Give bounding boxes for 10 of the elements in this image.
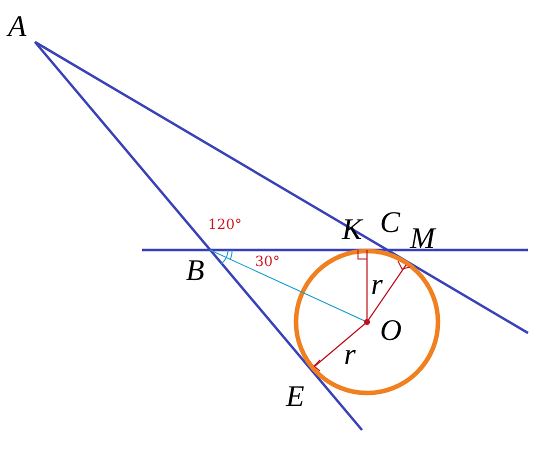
point-label: E: [286, 382, 304, 412]
point-label: r: [344, 340, 356, 370]
point-label: O: [380, 316, 402, 346]
point-label: r: [371, 270, 383, 300]
point-label: B: [186, 256, 204, 286]
angle-label: 120°: [208, 218, 242, 232]
angle-label: 30°: [255, 255, 280, 269]
point-label: M: [410, 224, 435, 254]
point-label: C: [380, 208, 400, 238]
point-label: A: [8, 12, 26, 42]
